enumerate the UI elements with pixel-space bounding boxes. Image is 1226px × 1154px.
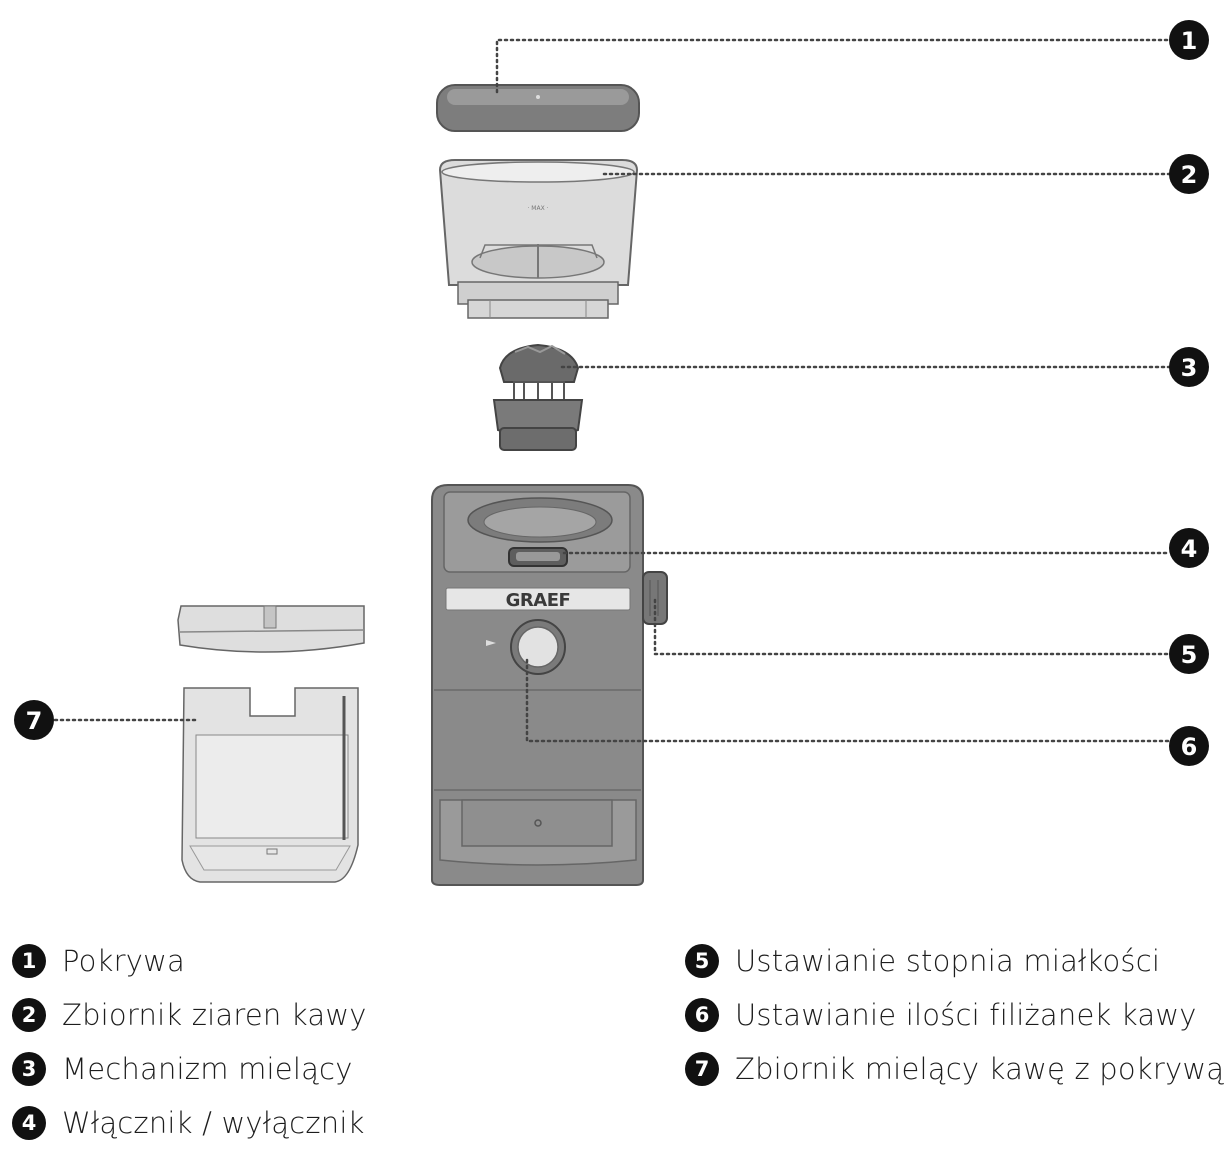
legend-badge-6: 6 [685,998,719,1032]
leader-lines [53,38,1172,743]
legend-badge-5: 5 [685,944,719,978]
callout-badge-3: 3 [1169,347,1209,387]
svg-text:· MAX ·: · MAX · [527,205,548,212]
legend-label-3: Mechanizm mielący [62,1052,353,1086]
part-grinding-mechanism [492,343,584,451]
legend-badge-3: 3 [12,1052,46,1086]
svg-text:5: 5 [1181,641,1198,669]
brand-logo-text: GRAEF [506,590,571,611]
legend-label-2: Zbiornik ziaren kawy [62,998,367,1032]
legend-badge-1: 1 [12,944,46,978]
legend-item-6: 6 Ustawianie ilości filiżanek kawy [685,988,1224,1042]
legend-item-2: 2 Zbiornik ziaren kawy [12,988,367,1042]
legend-label-6: Ustawianie ilości filiżanek kawy [735,998,1197,1032]
leader-line-5 [653,598,1172,656]
callout-badge-1: 1 [1169,20,1209,60]
legend-badge-7: 7 [685,1052,719,1086]
svg-text:4: 4 [1181,535,1198,563]
legend-label-7: Zbiornik mielący kawę z pokrywą [735,1052,1225,1086]
svg-text:1: 1 [1181,27,1198,55]
legend-label-5: Ustawianie stopnia miałkości [735,944,1161,978]
callout-badge-4: 4 [1169,528,1209,568]
legend-item-1: 1 Pokrywa [12,934,367,988]
callout-badge-5: 5 [1169,634,1209,674]
callout-badge-7: 7 [14,700,54,740]
legend-item-4: 4 Włącznik / wyłącznik [12,1096,367,1150]
leader-line-1 [495,38,1172,94]
svg-text:2: 2 [1181,161,1198,189]
legend-badge-2: 2 [12,998,46,1032]
legend-item-5: 5 Ustawianie stopnia miałkości [685,934,1224,988]
grinder-body: GRAEF [431,484,668,886]
legend-item-3: 3 Mechanizm mielący [12,1042,367,1096]
legend-label-4: Włącznik / wyłącznik [62,1106,365,1140]
svg-text:3: 3 [1181,354,1198,382]
legend-item-7: 7 Zbiornik mielący kawę z pokrywą [685,1042,1224,1096]
svg-text:6: 6 [1181,733,1198,761]
legend-label-1: Pokrywa [62,944,185,978]
legend-right-column: 5 Ustawianie stopnia miałkości 6 Ustawia… [685,934,1224,1096]
leader-line-6 [525,658,1172,743]
callout-badges: 1 2 3 4 5 6 7 [14,20,1209,766]
callout-badge-2: 2 [1169,154,1209,194]
svg-text:7: 7 [26,707,43,735]
legend-badge-4: 4 [12,1106,46,1140]
part-bean-container: · MAX · [438,159,639,319]
part-lid [436,84,640,132]
callout-badge-6: 6 [1169,726,1209,766]
part-grounds-container [177,605,365,883]
legend-left-column: 1 Pokrywa 2 Zbiornik ziaren kawy 3 Mecha… [12,934,367,1150]
